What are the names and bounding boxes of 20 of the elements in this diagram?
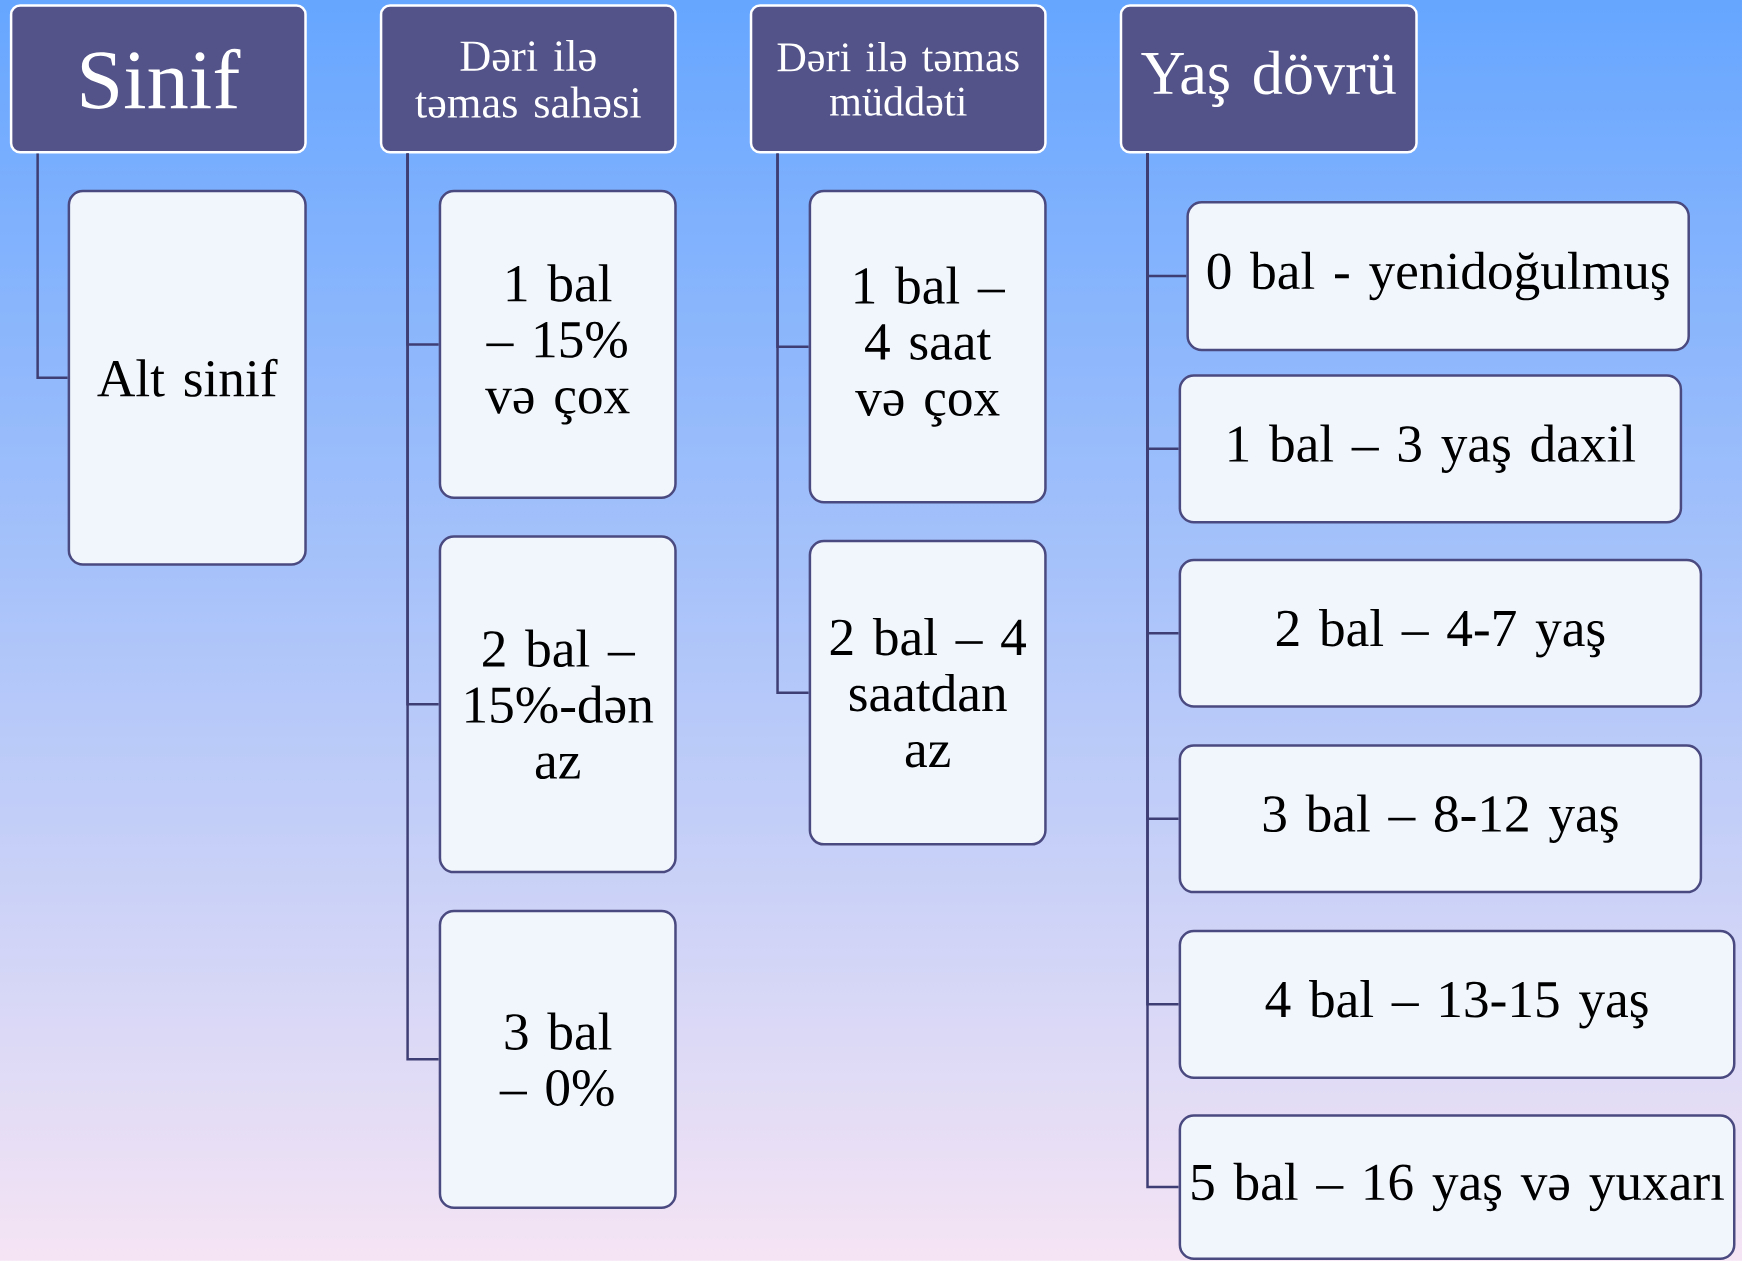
item-box: 3 bal – 0% <box>438 909 677 1209</box>
item-box: 2 bal – 15%-dən az <box>438 535 677 874</box>
item-box: 4 bal – 13-15 yaş <box>1178 929 1736 1079</box>
header-box: Dəri ilə təmas müddəti <box>749 4 1047 154</box>
header-box: Yaş dövrü <box>1119 4 1418 154</box>
header-box: Sinif <box>9 4 307 154</box>
header-box: Dəri ilə təmas sahəsi <box>379 4 677 154</box>
item-box: 1 bal – 3 yaş daxil <box>1178 374 1683 524</box>
item-box: 1 bal – 15% və çox <box>438 189 677 499</box>
item-box: 3 bal – 8-12 yaş <box>1178 744 1703 894</box>
item-box: 0 bal - yenidoğulmuş <box>1186 200 1690 352</box>
item-box: Alt sinif <box>67 189 307 566</box>
connector-line <box>36 153 68 379</box>
connector-line <box>1146 153 1179 1189</box>
item-box: 2 bal – 4-7 yaş <box>1178 558 1703 708</box>
item-box: 2 bal – 4 saatdan az <box>808 539 1047 846</box>
connector-line <box>776 153 809 694</box>
connector-line <box>406 153 439 1061</box>
item-box: 1 bal – 4 saat və çox <box>808 189 1047 504</box>
item-box: 5 bal – 16 yaş və yuxarı <box>1178 1114 1736 1260</box>
